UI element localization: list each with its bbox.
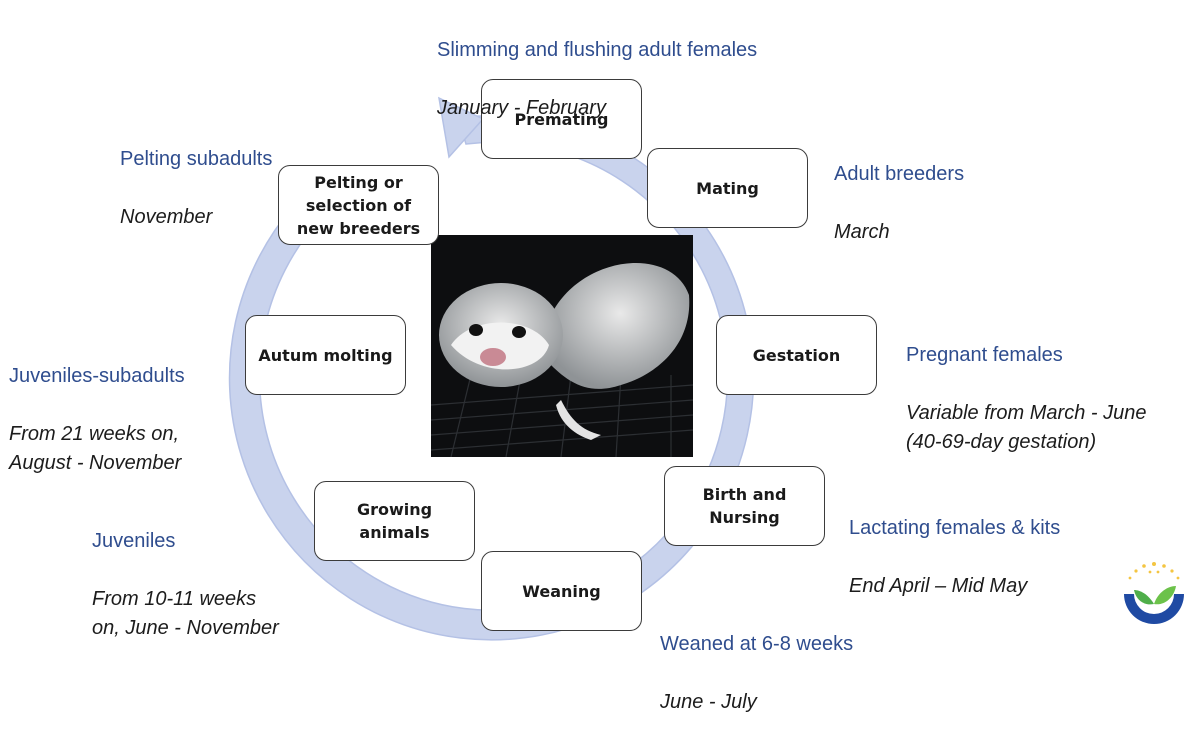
annotation-period: March xyxy=(834,218,964,247)
annotation-period: From 10-11 weeks on, June - November xyxy=(92,585,279,643)
mink-photo xyxy=(431,235,693,457)
annotation-heading: Pregnant females xyxy=(906,341,1146,370)
annotation-period: Variable from March - June (40-69-day ge… xyxy=(906,399,1146,457)
annotation-period: November xyxy=(120,203,272,232)
annotation-adult-breeders: Adult breeders March xyxy=(834,131,964,276)
annotation-pelting-subadults: Pelting subadults November xyxy=(120,116,272,261)
stage-weaning: Weaning xyxy=(481,551,642,631)
annotation-juveniles-subadults: Juveniles-subadults From 21 weeks on, Au… xyxy=(9,333,185,507)
annotation-period: January - February xyxy=(437,94,757,123)
annotation-heading: Lactating females & kits xyxy=(849,514,1060,543)
stage-gestation: Gestation xyxy=(716,315,877,395)
annotation-period: End April – Mid May xyxy=(849,572,1060,601)
annotation-weaned: Weaned at 6-8 weeks June - July xyxy=(660,601,853,746)
annotation-period: June - July xyxy=(660,688,853,717)
annotation-heading: Slimming and flushing adult females xyxy=(437,36,757,65)
stage-growing-animals: Growing animals xyxy=(314,481,475,561)
stage-mating: Mating xyxy=(647,148,808,228)
stage-pelting: Pelting or selection of new breeders xyxy=(278,165,439,245)
stage-autumn-molting: Autum molting xyxy=(245,315,406,395)
annotation-heading: Pelting subadults xyxy=(120,145,272,174)
leaf-in-cup-logo xyxy=(1118,556,1190,630)
annotation-slimming: Slimming and flushing adult females Janu… xyxy=(437,7,757,152)
annotation-juveniles: Juveniles From 10-11 weeks on, June - No… xyxy=(92,498,279,672)
annotation-heading: Adult breeders xyxy=(834,160,964,189)
annotation-lactating: Lactating females & kits End April – Mid… xyxy=(849,485,1060,630)
annotation-pregnant: Pregnant females Variable from March - J… xyxy=(906,312,1146,486)
annotation-period: From 21 weeks on, August - November xyxy=(9,420,185,478)
stage-birth-nursing: Birth and Nursing xyxy=(664,466,825,546)
annotation-heading: Juveniles-subadults xyxy=(9,362,185,391)
annotation-heading: Juveniles xyxy=(92,527,279,556)
